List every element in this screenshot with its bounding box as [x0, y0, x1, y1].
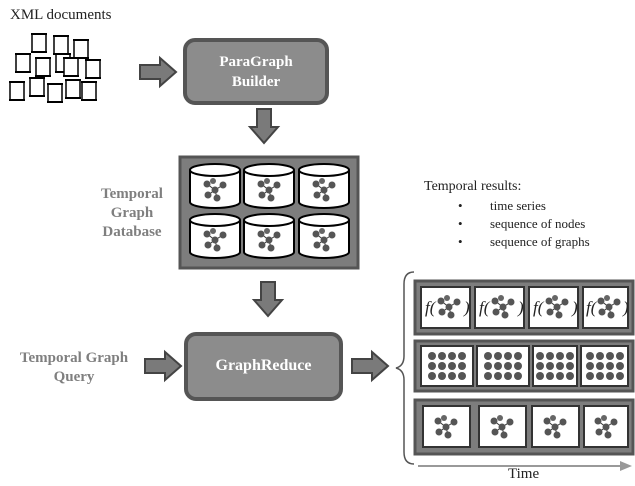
query-label-line-2: Query [53, 369, 95, 385]
temporal-results-title: Temporal results: [424, 179, 522, 194]
graphreduce-label: GraphReduce [215, 357, 312, 374]
query-label-line-1: Temporal Graph [19, 350, 129, 366]
database-label-line-3: Database [102, 224, 162, 240]
function-symbols: f( f( f( f( )))) [425, 298, 629, 317]
database-label-line-2: Graph [110, 205, 154, 221]
arrow-builder-to-database [249, 108, 279, 144]
temporal-graph-database-label: Temporal Graph Database [86, 185, 178, 242]
paragraph-builder-box [183, 38, 329, 105]
arrow-database-to-graphreduce [253, 281, 283, 317]
temporal-results-item: sequence of nodes [448, 215, 590, 233]
sequence-of-nodes-frames [420, 345, 629, 387]
temporal-results-list: time series sequence of nodes sequence o… [448, 197, 590, 251]
time-axis [418, 461, 632, 471]
sequence-of-graphs-frames [422, 405, 629, 448]
temporal-results-item: sequence of graphs [448, 233, 590, 251]
arrow-graphreduce-to-results [351, 351, 389, 381]
arrow-xml-to-builder [139, 57, 177, 87]
results-brace [395, 271, 415, 465]
function-symbol-2: f( [479, 298, 491, 317]
time-series-frames [420, 286, 629, 329]
paragraph-builder-label: ParaGraph Builder [185, 52, 327, 92]
arrow-query-to-graphreduce [144, 351, 182, 381]
temporal-results-item: time series [448, 197, 590, 215]
xml-documents-label: XML documents [10, 7, 112, 23]
svg-text:): ) [571, 298, 578, 317]
svg-text:): ) [463, 298, 470, 317]
svg-text:): ) [622, 298, 629, 317]
function-symbol-1: f( [425, 298, 437, 317]
xml-documents-icon [8, 33, 102, 103]
paragraph-builder-line-1: ParaGraph [219, 54, 293, 70]
graphreduce-box [184, 332, 343, 401]
database-label-line-1: Temporal [101, 186, 163, 202]
function-symbol-4: f( [586, 298, 598, 317]
paragraph-builder-line-2: Builder [231, 74, 281, 90]
time-axis-label: Time [508, 466, 540, 482]
svg-text:): ) [517, 298, 524, 317]
temporal-graph-query-label: Temporal Graph Query [4, 349, 144, 387]
function-symbol-3: f( [533, 298, 545, 317]
